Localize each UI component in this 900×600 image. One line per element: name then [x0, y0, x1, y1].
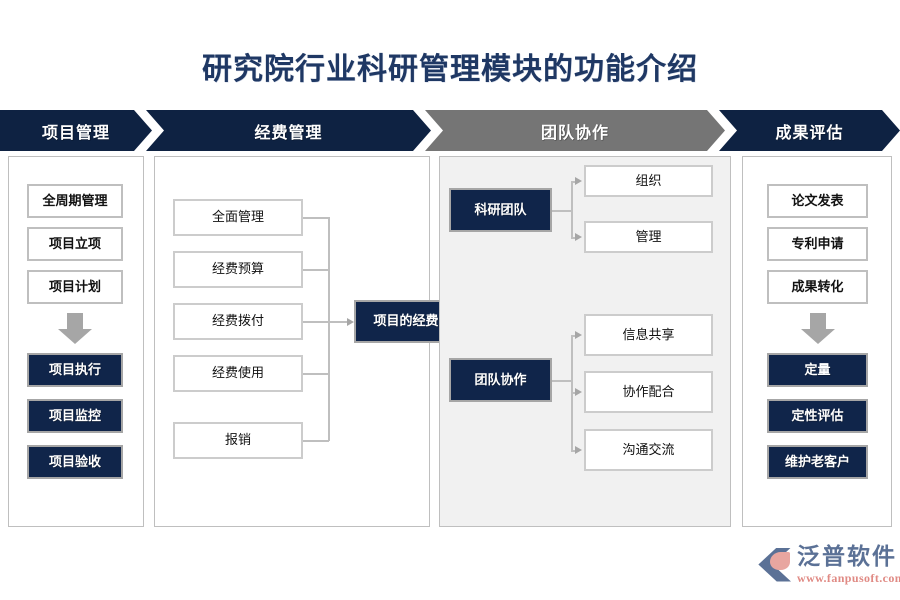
node-funding-usage[interactable]: 经费使用	[173, 355, 303, 392]
brand-url: www.fanpusoft.com	[797, 571, 900, 585]
connector-line	[552, 380, 572, 382]
panel-project-management: 全周期管理 项目立项 项目计划 项目执行 项目监控 项目验收	[8, 156, 144, 527]
connector-line	[571, 237, 577, 239]
banner-step-label: 经费管理	[254, 124, 323, 142]
connector-line	[552, 210, 572, 212]
arrow-head-icon	[575, 331, 582, 339]
node-full-lifecycle-management[interactable]: 全周期管理	[27, 184, 123, 218]
banner-step-label: 项目管理	[41, 124, 110, 142]
node-achievement-transformation[interactable]: 成果转化	[767, 270, 868, 304]
connector-spine	[571, 181, 573, 237]
banner-step-label: 团队协作	[540, 124, 609, 142]
node-project-plan[interactable]: 项目计划	[27, 270, 123, 304]
arrow-head-icon	[575, 446, 582, 454]
node-maintain-existing-customers[interactable]: 维护老客户	[767, 445, 868, 479]
node-patent-application[interactable]: 专利申请	[767, 227, 868, 261]
node-quantitative[interactable]: 定量	[767, 353, 868, 387]
node-funding-budget[interactable]: 经费预算	[173, 251, 303, 288]
connector-line	[571, 335, 577, 337]
down-arrow-icon	[58, 313, 92, 344]
banner-step-funding-management[interactable]: 经费管理	[146, 110, 431, 151]
page-title: 研究院行业科研管理模块的功能介绍	[202, 53, 698, 86]
arrow-head-icon	[575, 388, 582, 396]
node-comprehensive-management[interactable]: 全面管理	[173, 199, 303, 236]
connector-line	[303, 217, 329, 219]
arrow-head-icon	[347, 318, 354, 326]
arrow-head-icon	[575, 177, 582, 185]
brand-logo: 泛普软件 www.fanpusoft.com	[757, 545, 900, 584]
node-paper-publication[interactable]: 论文发表	[767, 184, 868, 218]
banner-step-project-management[interactable]: 项目管理	[0, 110, 152, 151]
node-management[interactable]: 管理	[584, 221, 713, 253]
connector-line	[303, 373, 329, 375]
node-project-acceptance[interactable]: 项目验收	[27, 445, 123, 479]
node-collaborative-coordination[interactable]: 协作配合	[584, 371, 713, 413]
node-communication-exchange[interactable]: 沟通交流	[584, 429, 713, 471]
node-funding-allocation[interactable]: 经费拨付	[173, 303, 303, 340]
brand-mark-icon	[757, 547, 791, 582]
connector-spine	[328, 217, 330, 441]
node-project-execution[interactable]: 项目执行	[27, 353, 123, 387]
banner-step-outcome-evaluation[interactable]: 成果评估	[719, 110, 900, 151]
panel-outcome-evaluation: 论文发表 专利申请 成果转化 定量 定性评估 维护老客户	[742, 156, 892, 527]
panel-team-collaboration: 科研团队 组织 管理 团队协作 信息共享 协作配合 沟通交流	[439, 156, 731, 527]
process-banner: 项目管理 经费管理 团队协作 成果评估	[0, 110, 900, 151]
connector-line	[303, 269, 329, 271]
connector-line	[328, 321, 349, 323]
connector-line	[571, 392, 577, 394]
connector-line	[571, 450, 577, 452]
panel-funding-management: 全面管理 经费预算 经费拨付 经费使用 报销 项目的经费 泛普软件 FANPU …	[154, 156, 458, 527]
node-qualitative-evaluation[interactable]: 定性评估	[767, 399, 868, 433]
node-project-initiation[interactable]: 项目立项	[27, 227, 123, 261]
node-reimbursement[interactable]: 报销	[173, 422, 303, 459]
banner-step-label: 成果评估	[775, 124, 844, 142]
down-arrow-icon	[801, 313, 835, 344]
node-research-team[interactable]: 科研团队	[449, 188, 552, 232]
connector-line	[571, 181, 577, 183]
connector-line	[303, 321, 329, 323]
brand-name: 泛普软件	[797, 543, 897, 569]
arrow-head-icon	[575, 233, 582, 241]
banner-step-team-collaboration[interactable]: 团队协作	[425, 110, 725, 151]
node-team-collaboration[interactable]: 团队协作	[449, 358, 552, 402]
connector-line	[303, 440, 329, 442]
node-organization[interactable]: 组织	[584, 165, 713, 197]
node-project-monitoring[interactable]: 项目监控	[27, 399, 123, 433]
node-information-sharing[interactable]: 信息共享	[584, 314, 713, 356]
